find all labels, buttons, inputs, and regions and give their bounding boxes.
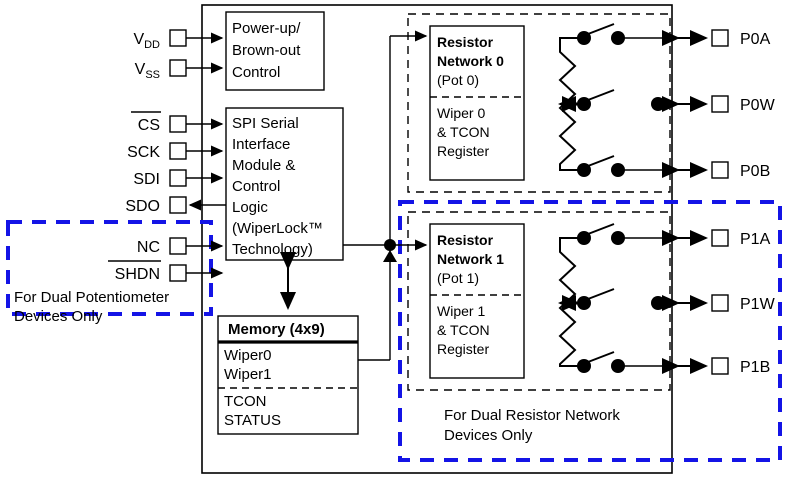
pin-label-nc: NC — [137, 239, 160, 256]
spi-line-2: Module & — [232, 157, 295, 174]
spi-line-1: Interface — [232, 136, 290, 153]
power-line-2: Control — [232, 64, 280, 81]
pin-label-p1b: P1B — [740, 359, 770, 376]
pin-label-sck: SCK — [127, 144, 160, 161]
pin-label-sdo: SDO — [125, 198, 160, 215]
memory-row-status: STATUS — [224, 412, 281, 429]
pin-label-vss: VSS — [135, 61, 160, 81]
pin-label-vdd: VDD — [133, 31, 160, 51]
dual-pot-note-line1: For Dual Potentiometer — [14, 289, 169, 306]
net1-title-1: Resistor — [437, 232, 494, 248]
memory-block — [217, 315, 359, 435]
pin-label-p0w: P0W — [740, 97, 776, 114]
pin-label-p0a: P0A — [740, 31, 771, 48]
pin-label-shdn: SHDN — [115, 266, 160, 283]
spi-line-6: Technology) — [232, 241, 313, 258]
net1-subtitle: (Pot 1) — [437, 270, 479, 286]
power-up-brownout-block — [225, 11, 325, 91]
power-line-0: Power-up/ — [232, 20, 301, 37]
pin-label-p0b: P0B — [740, 163, 770, 180]
resistor-0-switches — [558, 23, 672, 177]
memory-bus-arrowhead — [383, 250, 397, 262]
pin-label-p1w: P1W — [740, 296, 776, 313]
memory-row-wiper1: Wiper1 — [224, 366, 272, 383]
memory-header: Memory (4x9) — [228, 321, 325, 338]
resistor-network-0-block — [429, 25, 525, 181]
net0-subtitle: (Pot 0) — [437, 72, 479, 88]
spi-interface-block — [225, 107, 344, 261]
spi-line-3: Control — [232, 178, 280, 195]
bus-junction-dot — [384, 239, 396, 251]
net1-title-2: Network 1 — [437, 251, 504, 267]
spi-line-4: Logic — [232, 199, 268, 216]
net0-reg-2: Register — [437, 143, 489, 159]
net0-reg-0: Wiper 0 — [437, 105, 485, 121]
pin-label-cs: CS — [138, 117, 160, 134]
dual-pot-note-line2: Devices Only — [14, 308, 103, 325]
memory-row-wiper0: Wiper0 — [224, 347, 272, 364]
net0-title-1: Resistor — [437, 34, 494, 50]
dual-resistor-network-region — [398, 200, 782, 462]
net1-reg-1: & TCON — [437, 322, 490, 338]
net1-reg-0: Wiper 1 — [437, 303, 485, 319]
spi-line-5: (WiperLock™ — [232, 220, 323, 237]
right-pin-wires — [662, 29, 729, 375]
net0-reg-1: & TCON — [437, 124, 490, 140]
resistor-network-1-block — [429, 223, 525, 379]
memory-row-tcon: TCON — [224, 393, 267, 410]
pin-label-p1a: P1A — [740, 231, 771, 248]
dual-net-note-line1: For Dual Resistor Network — [444, 407, 620, 424]
net1-reg-2: Register — [437, 341, 489, 357]
power-line-1: Brown-out — [232, 42, 301, 59]
resistor-1-switches — [558, 223, 672, 373]
pin-label-sdi: SDI — [133, 171, 160, 188]
spi-line-0: SPI Serial — [232, 115, 299, 132]
resistor-network-bus — [343, 30, 428, 361]
left-pin-wires — [169, 29, 226, 282]
dual-net-note-line2: Devices Only — [444, 427, 533, 444]
net0-title-2: Network 0 — [437, 53, 504, 69]
